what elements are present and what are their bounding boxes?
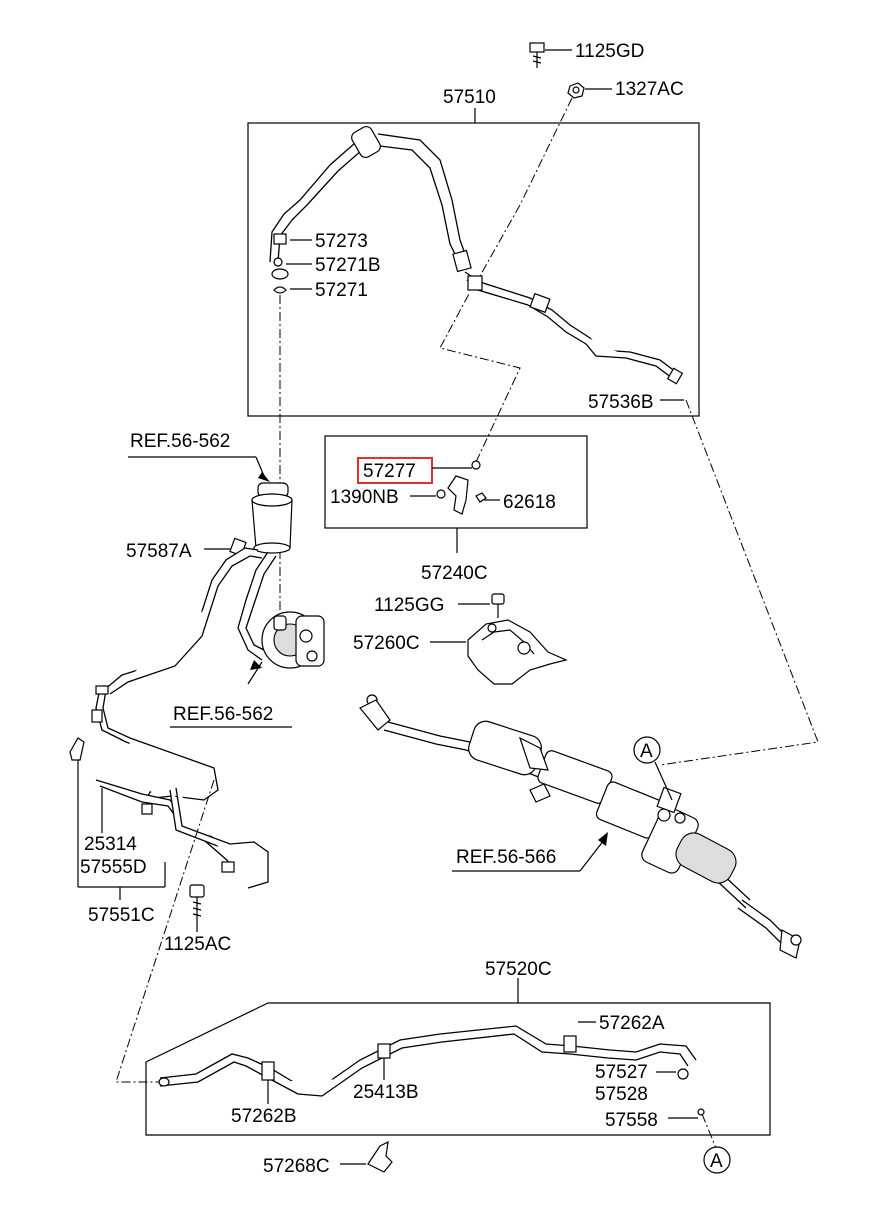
nut-1327AC-icon	[567, 82, 585, 99]
label-57271: 57271	[315, 280, 368, 301]
label-57555D: 57555D	[80, 857, 147, 878]
label-57536B: 57536B	[588, 392, 654, 413]
circle-a-bottom: A	[703, 1146, 731, 1174]
label-1125GG: 1125GG	[374, 595, 444, 616]
return-hose-57520C	[158, 1025, 705, 1116]
power-steering-pump-icon	[261, 611, 325, 669]
label-57273: 57273	[315, 231, 368, 252]
return-line-57551C	[91, 685, 269, 889]
bracket-57268C-icon	[367, 1140, 393, 1173]
box-57510	[247, 122, 700, 417]
box-57520C	[145, 1002, 771, 1136]
heat-shield-57260C-icon	[467, 619, 568, 685]
label-1125AC: 1125AC	[164, 934, 231, 955]
bracket-57240C-icon	[436, 460, 487, 515]
label-57520C: 57520C	[485, 959, 552, 980]
label-57262A: 57262A	[599, 1013, 665, 1034]
label-ref-56-562-bottom: REF.56-562	[173, 704, 273, 725]
label-57551C: 57551C	[88, 905, 155, 926]
bolt-1125GD-icon	[529, 42, 545, 68]
fitting-57273-icon	[271, 233, 289, 294]
label-57268C: 57268C	[263, 1156, 330, 1177]
label-57527: 57527	[595, 1062, 648, 1083]
clip-icon	[69, 737, 85, 761]
label-57587A: 57587A	[126, 541, 192, 562]
pressure-hose-57510	[269, 125, 684, 385]
label-1327AC: 1327AC	[615, 79, 684, 100]
label-ref-56-566: REF.56-566	[456, 847, 556, 868]
label-57271B: 57271B	[315, 255, 381, 276]
highlight-57277	[357, 457, 433, 484]
circle-a-top: A	[633, 736, 661, 764]
label-25413B: 25413B	[353, 1082, 419, 1103]
steering-gear-icon	[359, 694, 802, 959]
label-57510: 57510	[443, 87, 496, 108]
reservoir-icon	[251, 482, 293, 554]
label-57262B: 57262B	[231, 1106, 297, 1127]
label-57277: 57277	[363, 461, 416, 482]
bolt-1125AC-icon	[189, 884, 205, 922]
label-ref-56-562-top: REF.56-562	[130, 431, 230, 452]
label-57240C: 57240C	[421, 563, 488, 584]
label-1125GD: 1125GD	[575, 41, 644, 62]
label-62618: 62618	[503, 492, 556, 513]
svg-text:A: A	[710, 1151, 723, 1172]
return-hose-icon	[103, 547, 277, 695]
label-57558: 57558	[605, 1110, 658, 1131]
label-57260C: 57260C	[353, 633, 420, 654]
label-1390NB: 1390NB	[330, 487, 399, 508]
svg-text:A: A	[640, 741, 653, 762]
label-25314: 25314	[84, 834, 137, 855]
bolt-1125GG-icon	[491, 593, 505, 618]
label-57528: 57528	[595, 1084, 648, 1105]
box-57240C	[324, 435, 588, 529]
